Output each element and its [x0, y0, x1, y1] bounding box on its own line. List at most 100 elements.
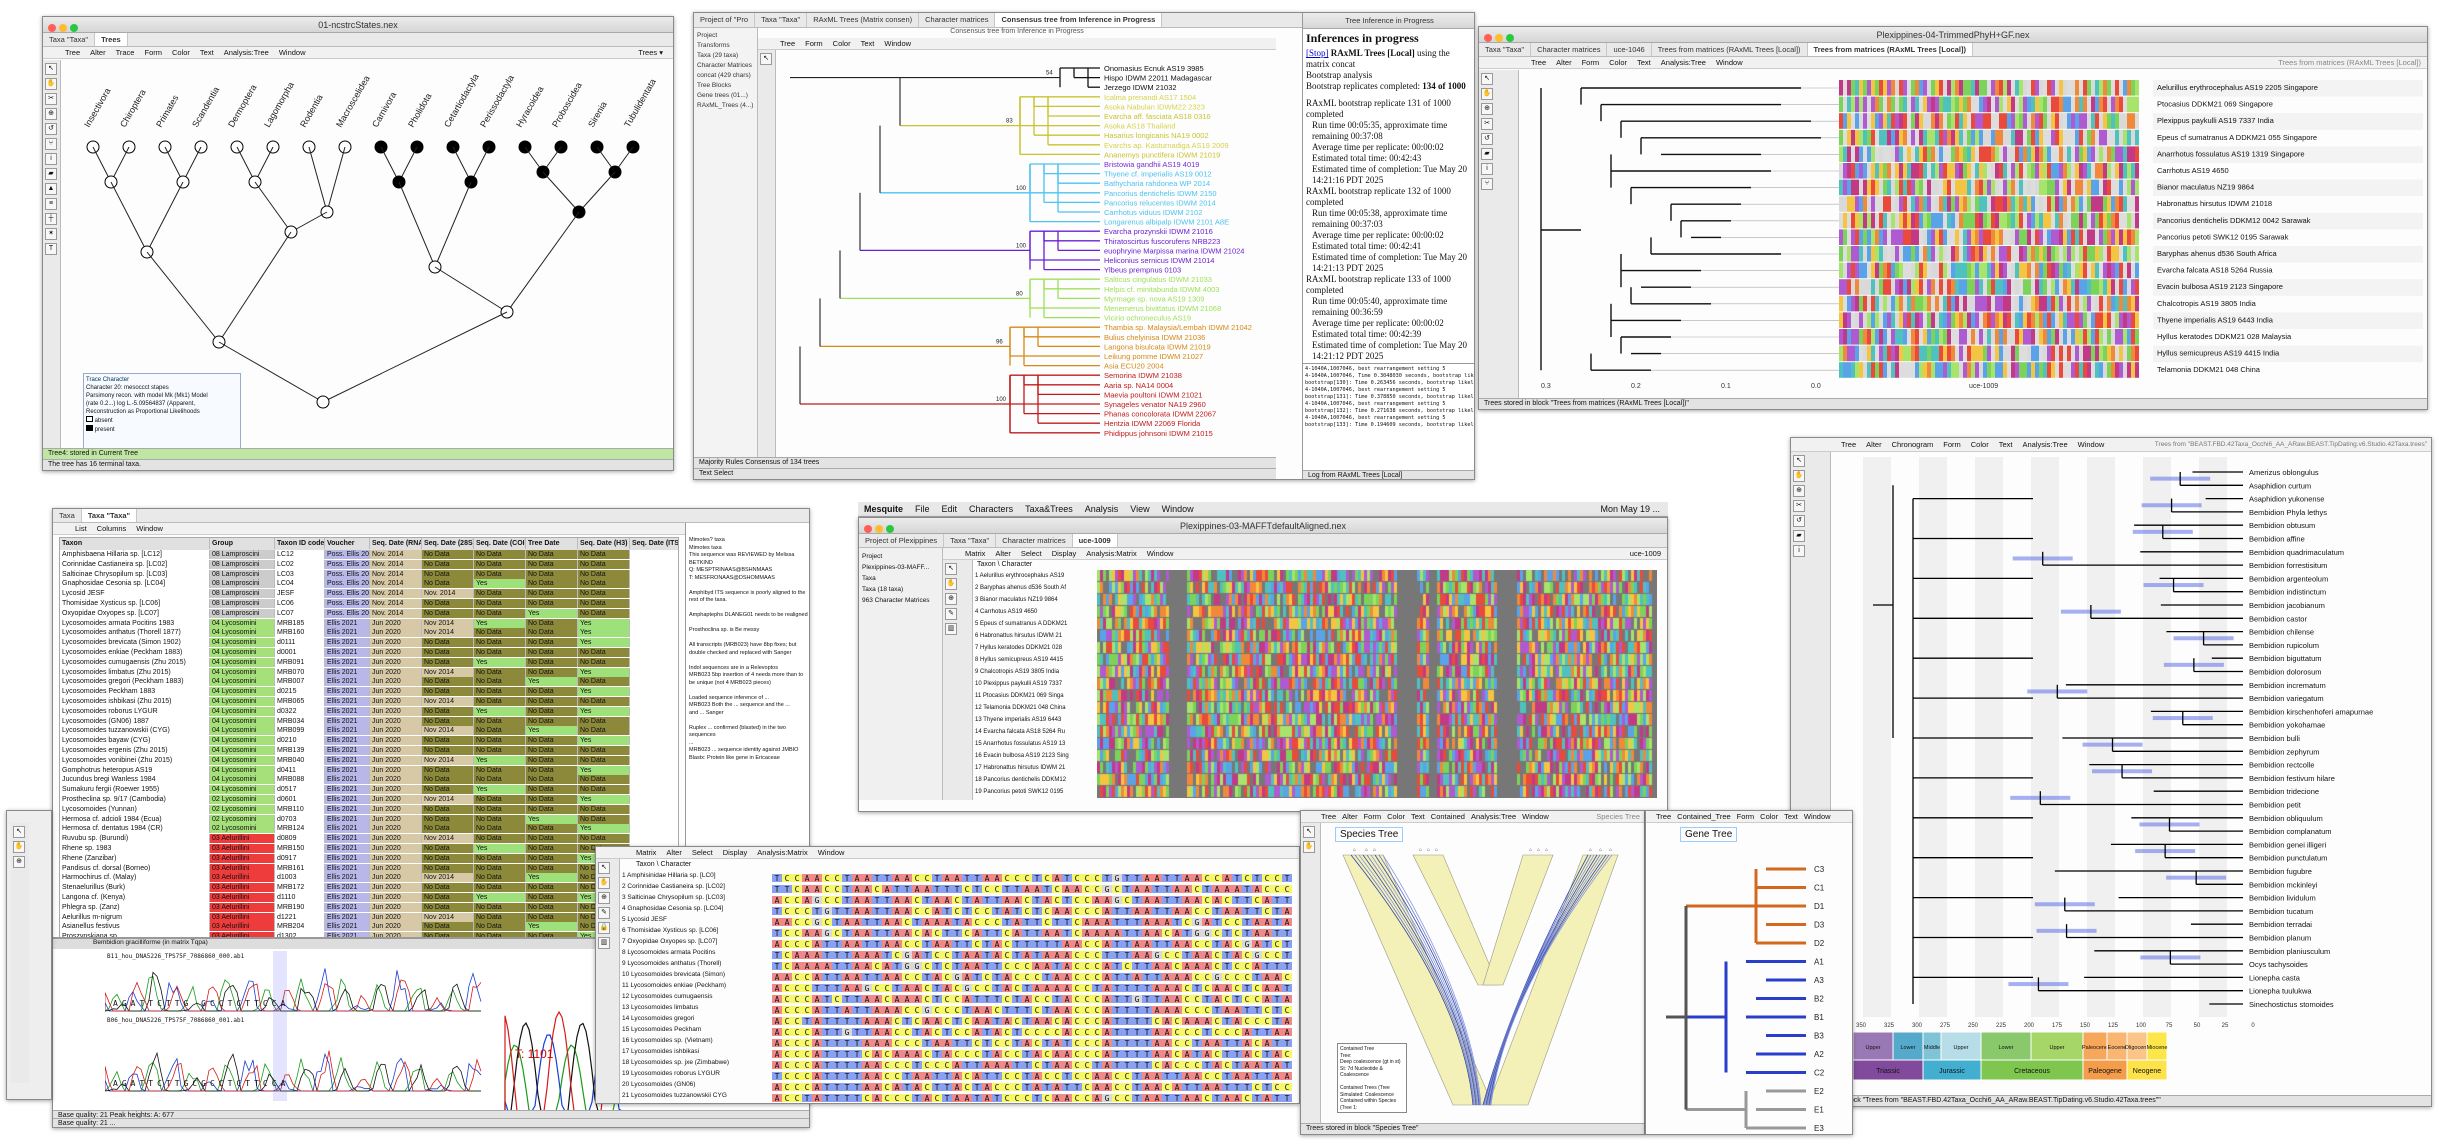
nucleotide-cell[interactable]: C — [1192, 907, 1202, 915]
matrix-row-name[interactable]: 3 Bianor maculatus NZ19 9864 — [975, 597, 1058, 603]
nucleotide-cell[interactable]: C — [882, 1061, 892, 1069]
nucleotide-cell[interactable]: T — [1272, 907, 1282, 915]
nucleotide-cell[interactable]: T — [1282, 1039, 1292, 1047]
column-header[interactable]: Voucher — [325, 538, 370, 549]
nucleotide-cell[interactable]: C — [1252, 1017, 1262, 1025]
menu-edit[interactable]: Edit — [941, 504, 958, 514]
nucleotide-cell[interactable]: C — [832, 885, 842, 893]
matrix-row-name[interactable]: 9 Chalcotropis AS19 3805 India — [975, 669, 1060, 675]
nucleotide-cell[interactable]: G — [1202, 929, 1212, 937]
table-cell[interactable]: Proszynskiana sp. — [60, 932, 210, 940]
column-header[interactable]: Group — [210, 538, 275, 549]
nucleotide-cell[interactable]: C — [1202, 896, 1212, 904]
nucleotide-cell[interactable]: T — [1252, 1006, 1262, 1014]
table-cell[interactable]: No Data — [526, 844, 578, 853]
nucleotide-cell[interactable]: A — [972, 1028, 982, 1036]
nucleotide-cell[interactable]: A — [1282, 907, 1292, 915]
nucleotide-cell[interactable]: C — [1202, 1072, 1212, 1080]
nucleotide-cell[interactable]: A — [892, 995, 902, 1003]
nucleotide-cell[interactable]: A — [852, 907, 862, 915]
table-cell[interactable]: No Data — [422, 579, 474, 589]
taxon-name[interactable]: 19 Lycosomoides roborus LYGUR — [622, 1070, 720, 1077]
table-cell[interactable]: MRB204 — [275, 922, 325, 932]
nucleotide-cell[interactable]: C — [1172, 951, 1182, 959]
nucleotide-cell[interactable]: A — [1062, 907, 1072, 915]
nucleotide-cell[interactable]: C — [1012, 973, 1022, 981]
table-cell[interactable]: 08 Lamproscini — [210, 589, 275, 599]
nucleotide-cell[interactable]: T — [1122, 951, 1132, 959]
menu-text[interactable]: Text — [1784, 812, 1798, 821]
nucleotide-cell[interactable]: T — [772, 929, 782, 937]
paint-icon[interactable]: ▰ — [1481, 148, 1493, 160]
nucleotide-cell[interactable]: C — [1162, 929, 1172, 937]
table-cell[interactable]: Langona cf. (Kenya) — [60, 893, 210, 902]
menu-analysis-tree[interactable]: Analysis:Tree — [223, 48, 269, 57]
table-cell[interactable]: Ellis 2021 — [325, 687, 370, 697]
nucleotide-cell[interactable]: A — [1032, 984, 1042, 992]
table-cell[interactable]: No Data — [526, 755, 578, 765]
table-cell[interactable]: No Data — [422, 893, 474, 902]
nucleotide-cell[interactable]: T — [1022, 1050, 1032, 1058]
nucleotide-cell[interactable]: C — [902, 1006, 912, 1014]
nucleotide-cell[interactable]: T — [872, 907, 882, 915]
arrow-tool-icon[interactable]: ↖ — [1303, 826, 1315, 838]
nucleotide-cell[interactable]: T — [1202, 995, 1212, 1003]
nucleotide-cell[interactable]: A — [872, 951, 882, 959]
nucleotide-cell[interactable]: A — [892, 1050, 902, 1058]
nucleotide-cell[interactable]: A — [1142, 929, 1152, 937]
nucleotide-cell[interactable]: A — [972, 951, 982, 959]
nucleotide-cell[interactable]: A — [922, 885, 932, 893]
table-cell[interactable]: Yes — [578, 618, 630, 628]
nucleotide-cell[interactable]: C — [1232, 984, 1242, 992]
table-cell[interactable]: Jun 2020 — [370, 628, 422, 638]
table-cell[interactable]: Nov 2014 — [422, 697, 474, 706]
nucleotide-cell[interactable]: A — [812, 929, 822, 937]
nucleotide-cell[interactable]: T — [842, 1061, 852, 1069]
nucleotide-cell[interactable]: A — [862, 929, 872, 937]
nucleotide-cell[interactable]: A — [1102, 984, 1112, 992]
nucleotide-cell[interactable]: C — [792, 984, 802, 992]
nucleotide-cell[interactable]: C — [982, 907, 992, 915]
table-cell[interactable]: MRB185 — [275, 618, 325, 628]
nucleotide-cell[interactable]: C — [942, 962, 952, 970]
nucleotide-cell[interactable]: A — [1132, 907, 1142, 915]
menu-alter[interactable]: Alter — [995, 549, 1011, 558]
matrix-row-name[interactable]: 11 Ptocasius DDKM21 069 Singa — [975, 693, 1064, 699]
nucleotide-cell[interactable]: T — [1012, 995, 1022, 1003]
table-cell[interactable]: Hermosa cf. adcioli 1984 (Ecua) — [60, 814, 210, 824]
nucleotide-cell[interactable]: C — [1002, 1083, 1012, 1091]
table-cell[interactable]: Lycosomoides roborus LYGUR — [60, 706, 210, 716]
nucleotide-cell[interactable]: T — [1042, 1083, 1052, 1091]
nucleotide-cell[interactable]: A — [1262, 995, 1272, 1003]
nucleotide-cell[interactable]: A — [1152, 1094, 1162, 1102]
nucleotide-cell[interactable]: T — [1032, 918, 1042, 926]
nucleotide-cell[interactable]: A — [892, 1083, 902, 1091]
nucleotide-cell[interactable]: T — [1262, 962, 1272, 970]
nucleotide-cell[interactable]: A — [1102, 896, 1112, 904]
menu-view[interactable]: View — [1130, 504, 1150, 514]
nucleotide-cell[interactable]: T — [1132, 1072, 1142, 1080]
nucleotide-cell[interactable]: C — [1022, 896, 1032, 904]
table-row[interactable]: Lycosomoides tuzzanowskii (CYG)04 Lycoso… — [60, 726, 678, 736]
nucleotide-cell[interactable]: A — [862, 1039, 872, 1047]
nucleotide-cell[interactable]: A — [1102, 1006, 1112, 1014]
nucleotide-cell[interactable]: A — [1162, 1061, 1172, 1069]
nucleotide-cell[interactable]: A — [772, 940, 782, 948]
table-cell[interactable]: Jun 2020 — [370, 922, 422, 932]
nucleotide-cell[interactable]: A — [892, 1006, 902, 1014]
nucleotide-cell[interactable]: A — [1152, 984, 1162, 992]
nucleotide-cell[interactable]: A — [912, 995, 922, 1003]
nucleotide-cell[interactable]: C — [782, 984, 792, 992]
nucleotide-cell[interactable]: T — [952, 951, 962, 959]
nucleotide-cell[interactable]: T — [1012, 1006, 1022, 1014]
table-cell[interactable]: Lycosomoides tuzzanowskii (CYG) — [60, 726, 210, 736]
nucleotide-cell[interactable]: A — [1222, 984, 1232, 992]
nucleotide-cell[interactable]: C — [992, 918, 1002, 926]
table-cell[interactable]: No Data — [474, 834, 526, 844]
nucleotide-cell[interactable]: T — [1272, 995, 1282, 1003]
table-cell[interactable]: No Data — [422, 785, 474, 795]
nucleotide-cell[interactable]: C — [1202, 907, 1212, 915]
nucleotide-cell[interactable]: C — [832, 995, 842, 1003]
menu-text[interactable]: Text — [1637, 58, 1651, 67]
